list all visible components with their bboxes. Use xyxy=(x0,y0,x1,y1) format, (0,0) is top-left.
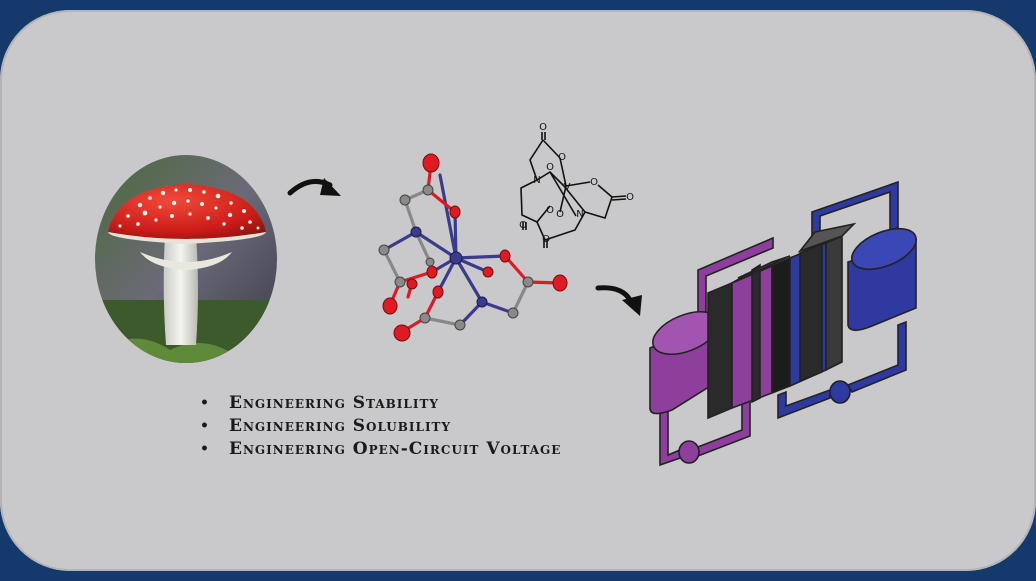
label-o: O xyxy=(590,177,598,188)
label-n: N xyxy=(576,209,583,220)
label-n: N xyxy=(533,175,540,186)
bullet-item: • Engineering Solubility xyxy=(200,415,561,438)
skeletal-structure: O O N O V O O O O N O O xyxy=(519,122,634,248)
label-o: O xyxy=(626,192,634,203)
bullet-text: Engineering Stability xyxy=(229,393,439,413)
flow-battery-diagram xyxy=(649,180,917,467)
molecule-3d-structure xyxy=(378,153,568,342)
bullet-dot-icon: • xyxy=(200,418,210,434)
arrow-right-icon xyxy=(287,178,341,196)
bullet-item: • Engineering Open-Circuit Voltage xyxy=(200,438,561,461)
label-o: O xyxy=(556,209,564,220)
label-o: O xyxy=(539,122,547,133)
label-o: O xyxy=(546,205,554,216)
bullet-text: Engineering Open-Circuit Voltage xyxy=(229,439,562,459)
bullet-dot-icon: • xyxy=(200,441,210,457)
mushroom-image xyxy=(95,155,277,363)
label-o: O xyxy=(542,234,550,245)
label-o: O xyxy=(519,220,527,231)
arrow-down-icon xyxy=(595,285,642,316)
label-o: O xyxy=(558,152,566,163)
bullet-dot-icon: • xyxy=(200,395,210,411)
bullet-list: • Engineering Stability • Engineering Solu… xyxy=(200,392,561,461)
label-metal: V xyxy=(564,182,571,193)
label-o: O xyxy=(546,162,554,173)
bullet-item: • Engineering Stability xyxy=(200,392,561,415)
bullet-text: Engineering Solubility xyxy=(229,416,452,436)
